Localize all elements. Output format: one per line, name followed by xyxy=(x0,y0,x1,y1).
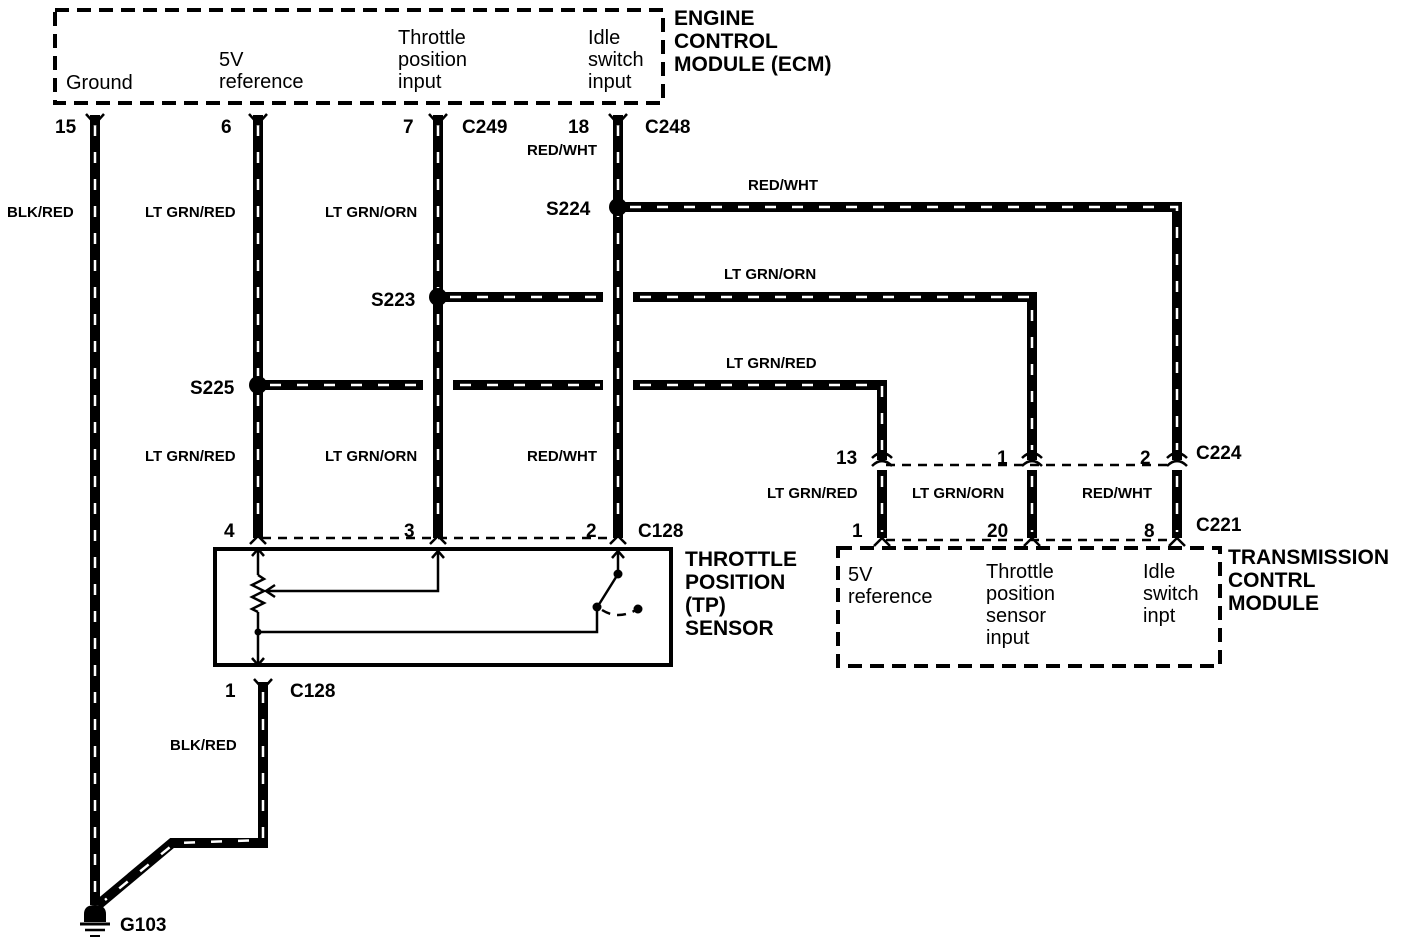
tcm-pin-name-throttle-position: Throttle position sensor input xyxy=(986,561,1061,649)
wire-branch-red-wht xyxy=(618,202,1182,460)
connector-c221: C221 xyxy=(1196,515,1242,536)
ecm-pin-name-5v-reference: 5V reference xyxy=(219,49,304,93)
tcm-upper-pin-2: 2 xyxy=(1140,448,1151,469)
tcm-pin-1: 1 xyxy=(852,521,863,542)
ecm-title: ENGINE CONTROL MODULE (ECM) xyxy=(674,7,831,76)
wire-color-tp-ground: BLK/RED xyxy=(170,737,237,754)
splice-s223-label: S223 xyxy=(371,290,415,311)
ecm-connector-chevrons xyxy=(85,113,628,126)
connector-c249: C249 xyxy=(462,117,507,138)
wire-branch-lt-grn-orn xyxy=(438,292,1037,460)
ecm-box xyxy=(53,8,665,105)
ground-g103-label: G103 xyxy=(120,915,166,936)
c221-chevrons xyxy=(873,536,1186,547)
wire-color-branch-lt-grn-red: LT GRN/RED xyxy=(726,355,817,372)
ecm-pin-name-throttle-position: Throttle position input xyxy=(398,27,473,93)
tcm-box xyxy=(836,546,1222,668)
tp-sensor-internal-circuit xyxy=(249,547,643,667)
tcm-pin-name-idle-switch: Idle switch inpt xyxy=(1143,561,1204,627)
connector-c224: C224 xyxy=(1196,443,1242,464)
tcm-title: TRANSMISSION CONTRL MODULE xyxy=(1228,546,1395,615)
splice-s224-label: S224 xyxy=(546,199,591,220)
ground-icon xyxy=(80,905,110,937)
wire-color-tp-upper: LT GRN/ORN xyxy=(325,204,417,221)
tcm-pin-20: 20 xyxy=(987,521,1008,542)
ecm-pin-18: 18 xyxy=(568,117,589,138)
tcm-upper-pin-1: 1 xyxy=(997,448,1008,469)
ecm-pin-name-ground: Ground xyxy=(66,72,133,94)
wire-tp-ground-blk-red xyxy=(94,682,268,909)
tp-pin-3: 3 xyxy=(404,521,415,542)
c128-bottom-chevron xyxy=(253,678,273,691)
wire-color-idle-upper: RED/WHT xyxy=(527,142,597,159)
wire-color-branch-red-wht: RED/WHT xyxy=(748,177,818,194)
wire-color-tcm-lt-grn-red: LT GRN/RED xyxy=(767,485,858,502)
ecm-pin-7: 7 xyxy=(403,117,414,138)
splice-s225 xyxy=(249,376,267,394)
tp-sensor-box xyxy=(213,547,673,667)
tcm-pin-name-5v-reference: 5V reference xyxy=(848,564,933,608)
wire-color-tcm-red-wht: RED/WHT xyxy=(1082,485,1152,502)
wire-color-tcm-lt-grn-orn: LT GRN/ORN xyxy=(912,485,1004,502)
tcm-pin-8: 8 xyxy=(1144,521,1155,542)
idle-switch-icon xyxy=(596,573,620,607)
tp-pin-4: 4 xyxy=(224,521,235,542)
ecm-pin-name-idle-switch: Idle switch input xyxy=(588,27,649,93)
wire-branch-lt-grn-red xyxy=(258,380,887,460)
tp-sensor-title: THROTTLE POSITION (TP) SENSOR xyxy=(685,548,803,640)
wire-color-5v-lower: LT GRN/RED xyxy=(145,448,236,465)
ecm-pin-6: 6 xyxy=(221,117,232,138)
connector-c248: C248 xyxy=(645,117,690,138)
wire-color-5v-upper: LT GRN/RED xyxy=(145,204,236,221)
connector-c128-top: C128 xyxy=(638,521,683,542)
c224-connector-icons xyxy=(871,451,1188,467)
ecm-pin-15: 15 xyxy=(55,117,77,138)
wire-color-tp-lower: LT GRN/ORN xyxy=(325,448,417,465)
wire-color-branch-lt-grn-orn: LT GRN/ORN xyxy=(724,266,816,283)
splice-s223 xyxy=(429,288,447,306)
wire-color-ground: BLK/RED xyxy=(7,204,74,221)
connector-c128-bottom: C128 xyxy=(290,681,335,702)
potentiometer-icon xyxy=(249,573,267,614)
wire-color-idle-lower: RED/WHT xyxy=(527,448,597,465)
tp-pin-2: 2 xyxy=(586,521,597,542)
c128-top-chevrons xyxy=(249,534,627,545)
splice-s225-label: S225 xyxy=(190,378,235,399)
tp-pin-1: 1 xyxy=(225,681,236,702)
splice-s224 xyxy=(609,198,627,216)
tcm-upper-pin-13: 13 xyxy=(836,448,857,469)
